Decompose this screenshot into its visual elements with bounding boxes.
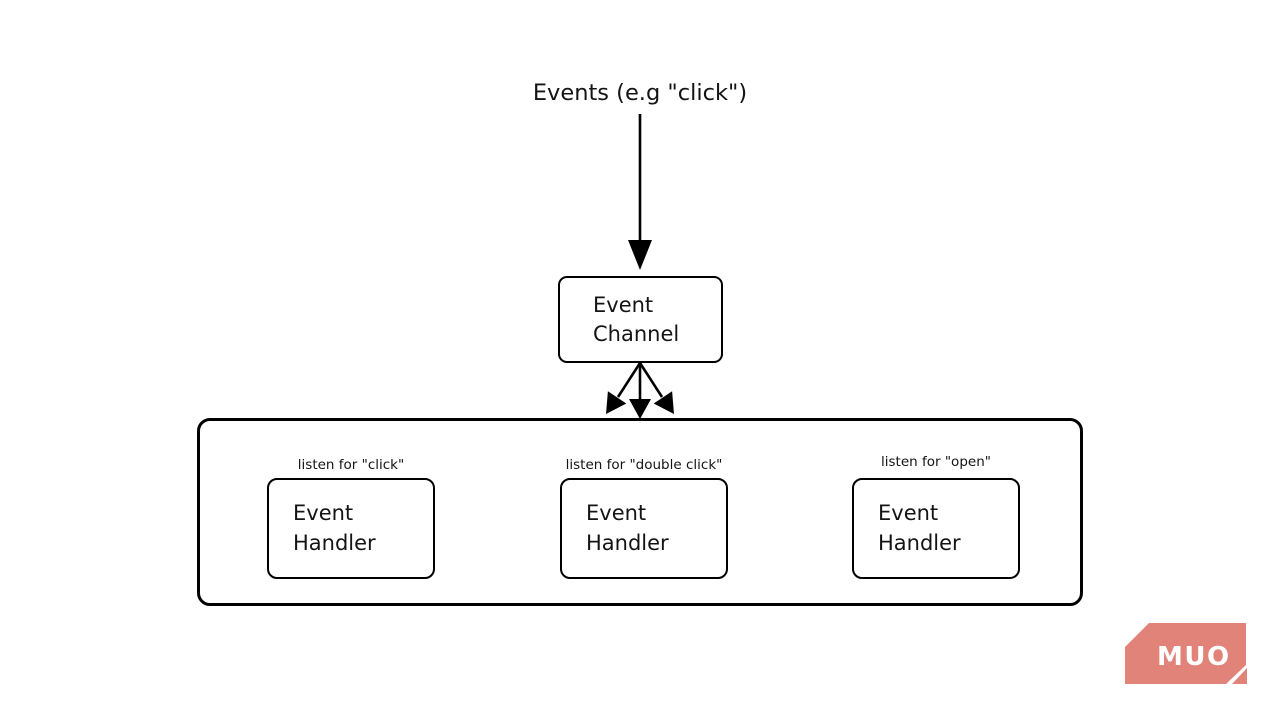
muo-logo-corner-triangle [1232, 668, 1247, 684]
event-channel-box: Event Channel [558, 276, 723, 363]
event-channel-label: Event Channel [593, 292, 680, 346]
event-handler-label: Event Handler [878, 501, 961, 555]
event-handler-box-double-click: Event Handler [560, 478, 728, 579]
handler-caption-double-click: listen for "double click" [565, 457, 723, 473]
event-handler-label: Event Handler [586, 501, 669, 555]
event-handler-box-click: Event Handler [267, 478, 435, 579]
arrow-events-to-channel [628, 114, 652, 270]
muo-logo-badge-shape [1125, 623, 1246, 684]
diagram-title: Events (e.g "click") [532, 80, 748, 106]
arrow-channel-to-handlers-right [638, 362, 674, 414]
event-handler-label: Event Handler [293, 501, 376, 555]
event-handler-box-open: Event Handler [852, 478, 1020, 579]
muo-logo: MUO [1125, 623, 1247, 684]
arrow-channel-to-handlers-left [606, 362, 642, 414]
arrow-channel-to-handlers-middle [629, 363, 651, 419]
handler-caption-open: listen for "open" [881, 454, 991, 470]
muo-logo-text: MUO [1157, 642, 1231, 672]
handler-caption-click: listen for "click" [297, 457, 405, 473]
